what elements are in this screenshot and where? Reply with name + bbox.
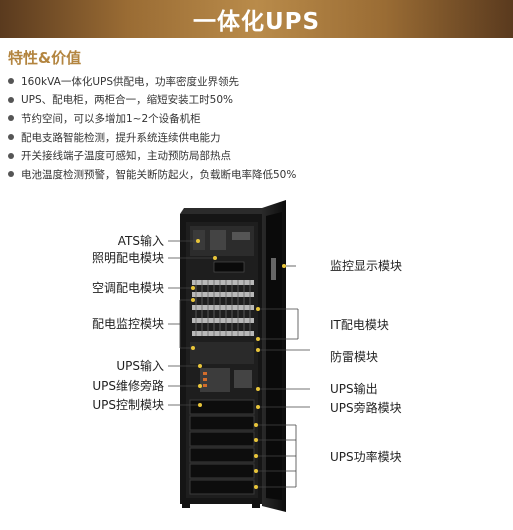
callout-lines bbox=[168, 240, 310, 488]
bullet-icon bbox=[8, 96, 14, 103]
label-ups-power-module: UPS功率模块 bbox=[330, 450, 402, 464]
label-ups-maintenance-bypass: UPS维修旁路 bbox=[92, 379, 164, 393]
bullet-icon bbox=[8, 115, 14, 122]
feature-item: 节约空间，可以多增加1~2个设备机柜 bbox=[8, 109, 296, 128]
label-ac-distribution: 空调配电模块 bbox=[91, 281, 164, 295]
label-ats-input: ATS输入 bbox=[117, 234, 164, 248]
label-distribution-monitor: 配电监控模块 bbox=[91, 317, 164, 331]
feature-item: 160kVA一体化UPS供配电，功率密度业界领先 bbox=[8, 72, 296, 91]
callout-dots bbox=[191, 239, 286, 489]
cabinet-door bbox=[262, 200, 286, 512]
feature-list: 160kVA一体化UPS供配电，功率密度业界领先 UPS、配电柜，两柜合一，缩短… bbox=[8, 72, 296, 184]
label-ups-control-module: UPS控制模块 bbox=[92, 398, 164, 412]
bullet-icon bbox=[8, 171, 14, 178]
features-heading: 特性&价值 bbox=[8, 49, 82, 67]
bullet-icon bbox=[8, 134, 14, 141]
feature-item: 电池温度检测预警，智能关断防起火，负载断电率降低50% bbox=[8, 165, 296, 184]
bullet-icon bbox=[8, 78, 14, 85]
label-ups-output: UPS输出 bbox=[330, 382, 378, 396]
bullet-icon bbox=[8, 152, 14, 159]
label-lighting-distribution: 照明配电模块 bbox=[91, 251, 164, 265]
label-ups-input: UPS输入 bbox=[116, 359, 164, 373]
page-title: 一体化UPS bbox=[192, 9, 321, 35]
feature-item: UPS、配电柜，两柜合一，缩短安装工时50% bbox=[8, 91, 296, 110]
label-ups-bypass-module: UPS旁路模块 bbox=[330, 401, 402, 415]
label-monitor-display: 监控显示模块 bbox=[330, 259, 403, 273]
title-banner: 一体化UPS bbox=[0, 0, 513, 38]
cabinet-body bbox=[180, 208, 265, 508]
feature-item: 开关接线端子温度可感知，主动预防局部热点 bbox=[8, 146, 296, 165]
label-it-distribution: IT配电模块 bbox=[330, 318, 389, 332]
label-surge-protection: 防雷模块 bbox=[330, 350, 379, 364]
feature-item: 配电支路智能检测，提升系统连续供电能力 bbox=[8, 128, 296, 147]
